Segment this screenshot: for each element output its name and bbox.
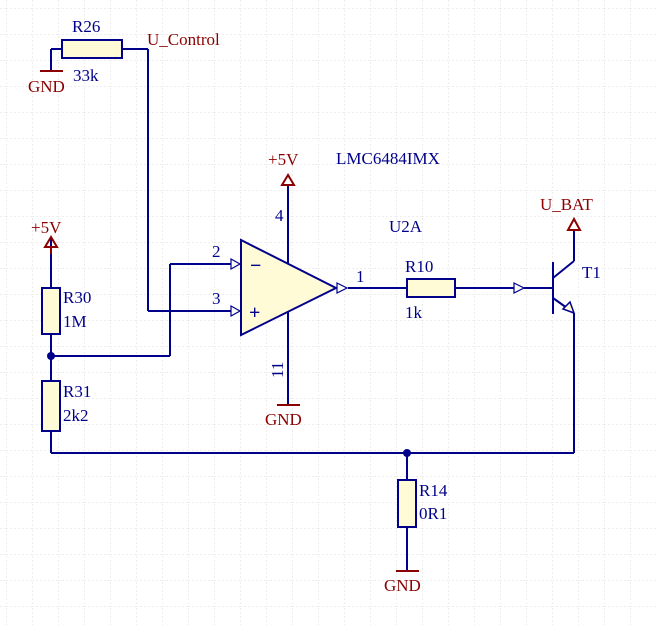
r30-ref: R30 <box>63 288 91 307</box>
r31-ref: R31 <box>63 382 91 401</box>
opamp-minus-sign: − <box>250 255 261 277</box>
opamp-plus-sign: + <box>249 302 260 324</box>
gnd-r14-label: GND <box>384 576 421 595</box>
gnd-r26-label: GND <box>28 77 65 96</box>
vcc-opamp-label: +5V <box>268 150 299 169</box>
power-symbol-5v-left: +5V <box>31 218 62 254</box>
gnd-opamp-label: GND <box>265 410 302 429</box>
pin-number-11: 11 <box>268 362 287 378</box>
resistor-r31[interactable]: R31 2k2 <box>41 380 91 432</box>
t1-ref: T1 <box>582 263 601 282</box>
pin-number-3: 3 <box>212 289 221 308</box>
wires <box>50 48 575 570</box>
opamp-part-number: LMC6484IMX <box>336 149 440 168</box>
gnd-symbol-r14: GND <box>384 570 421 595</box>
vcc-left-label: +5V <box>31 218 62 237</box>
r10-ref: R10 <box>405 257 433 276</box>
r26-ref: R26 <box>72 17 100 36</box>
r14-value: 0R1 <box>419 504 447 523</box>
power-symbol-u-bat: U_BAT <box>540 195 594 231</box>
pin-number-2: 2 <box>212 242 221 261</box>
r10-value: 1k <box>405 303 423 322</box>
transistor-t1[interactable]: T1 <box>513 260 601 315</box>
resistor-r14[interactable]: R14 0R1 <box>397 479 448 528</box>
gnd-symbol-opamp: GND <box>265 404 302 429</box>
gnd-symbol-r26: GND <box>28 70 65 96</box>
r31-value: 2k2 <box>63 406 89 425</box>
junction-dot <box>403 449 411 457</box>
r26-value: 33k <box>73 66 99 85</box>
resistor-r26[interactable]: R26 33k <box>61 17 123 85</box>
net-label-u-control: U_Control <box>147 30 220 49</box>
opamp-u2a[interactable]: − + 2 3 1 4 11 U2A LMC6484IMX <box>212 149 440 378</box>
r30-value: 1M <box>63 312 87 331</box>
pin-number-4: 4 <box>275 206 284 225</box>
net-label-u-bat: U_BAT <box>540 195 594 214</box>
resistor-r10[interactable]: R10 1k <box>405 257 456 322</box>
pin-number-1: 1 <box>356 267 365 286</box>
opamp-ref: U2A <box>389 217 423 236</box>
junction-dot <box>47 352 55 360</box>
r14-ref: R14 <box>419 481 448 500</box>
power-symbol-5v-opamp: +5V <box>268 150 299 186</box>
resistor-r30[interactable]: R30 1M <box>41 287 91 335</box>
